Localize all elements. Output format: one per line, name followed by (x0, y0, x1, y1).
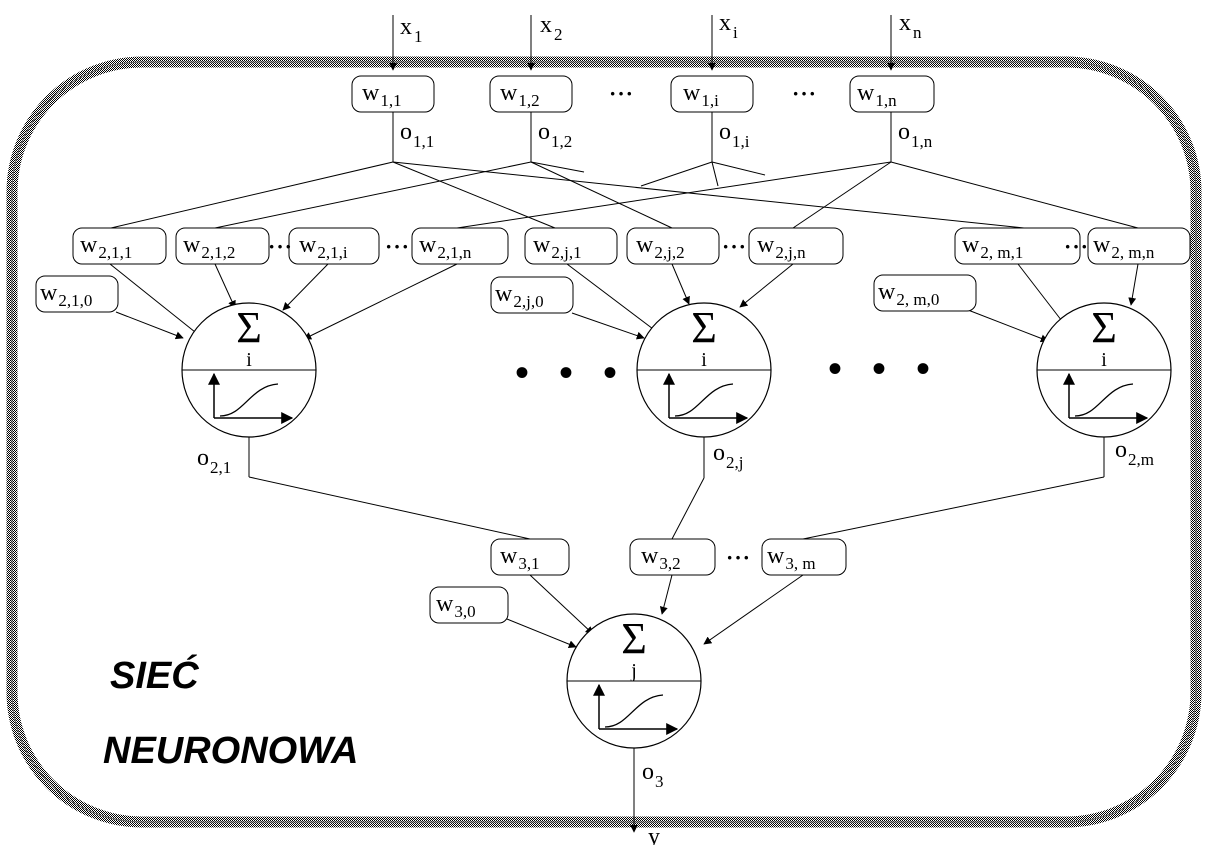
layer2-weights: w2,1,1 w2,1,2 w2,1,i w2,1,n w2,j,1 w2,j,… (72, 227, 1191, 265)
output-o2-1: o2,1 (197, 445, 231, 477)
weight-w2-j-1: w2,j,1 (533, 232, 582, 262)
ellipsis-layer2-c: ··· (722, 234, 747, 259)
weight-w2-m-1: w2, m,1 (962, 232, 1023, 262)
weight-w2-j-n: w2,j,n (757, 232, 806, 262)
sigma-symbol: Σ (236, 303, 262, 352)
neuron-3: Σ j (566, 613, 702, 749)
bias-w3-0: w3,0 (436, 591, 476, 621)
sigma-index: j (630, 660, 637, 682)
weight-w3-1: w3,1 (500, 543, 540, 573)
ellipsis-layer2-d: ··· (1064, 234, 1089, 259)
layer2-bias: w2,1,0 w2,j,0 w2, m,0 (35, 274, 977, 314)
ellipsis-layer2-a: ··· (268, 234, 293, 259)
output-o1-n: o1,n (898, 119, 933, 151)
layer3-weights: w3,1 w3,2 w3, m ··· (490, 538, 847, 576)
sigma-symbol: Σ (621, 614, 647, 663)
weight-w1-1: w1,1 (362, 80, 402, 110)
layer1-weights: w1,1 w1,2 w1,i w1,n ··· ··· (351, 75, 935, 113)
weight-w3-2: w3,2 (641, 543, 681, 573)
ellipsis-layer3: ··· (726, 545, 751, 570)
neuron-ellipsis-a: • • • (515, 350, 627, 395)
weight-w2-1-2: w2,1,2 (183, 232, 235, 262)
sigma-index: i (701, 349, 707, 371)
bias-w2-m-0: w2, m,0 (878, 279, 939, 309)
output-y: y (648, 824, 660, 845)
weight-w2-j-2: w2,j,2 (636, 232, 685, 262)
neuron-2-j: Σ i (636, 302, 772, 438)
output-o2-j: o2,j (713, 440, 743, 472)
neuron-ellipsis-b: • • • (828, 346, 940, 391)
weight-w2-m-n: w2, m,n (1093, 232, 1155, 262)
bias-w2-j-0: w2,j,0 (495, 281, 544, 311)
output-o2-m: o2,m (1115, 437, 1154, 469)
sigma-symbol: Σ (1091, 303, 1117, 352)
sigma-symbol: Σ (691, 303, 717, 352)
ellipsis-layer1-b: ··· (792, 81, 817, 106)
diagram-title-line1: SIEĆ (110, 653, 199, 697)
network-frame (6, 56, 1202, 828)
sigma-index: i (1101, 349, 1107, 371)
connections (109, 15, 1139, 833)
output-o3: o3 (642, 759, 664, 791)
weight-w1-2: w1,2 (500, 80, 540, 110)
weight-w2-1-i: w2,1,i (299, 232, 348, 262)
sigma-index: i (246, 349, 252, 371)
weight-w1-i: w1,i (683, 80, 719, 110)
layer1-outputs: o1,1 o1,2 o1,i o1,n (400, 119, 933, 151)
output-o1-1: o1,1 (400, 119, 434, 151)
ellipsis-layer1-a: ··· (609, 81, 634, 106)
ellipsis-layer2-b: ··· (385, 234, 410, 259)
output-o1-i: o1,i (719, 119, 750, 151)
layer2-outputs: o2,1 o2,j o2,m (197, 437, 1154, 477)
weight-w2-1-1: w2,1,1 (80, 232, 132, 262)
bias-w2-1-0: w2,1,0 (40, 280, 92, 310)
layer3-bias: w3,0 (429, 586, 509, 624)
weight-w1-n: w1,n (857, 80, 897, 110)
neuron-2-1: Σ i (181, 302, 317, 438)
output-o1-2: o1,2 (538, 119, 572, 151)
weight-w3-m: w3, m (767, 543, 816, 573)
neuron-2-m: Σ i (1036, 302, 1172, 438)
diagram-title-line2: NEURONOWA (103, 730, 358, 772)
weight-w2-1-n: w2,1,n (419, 232, 472, 262)
